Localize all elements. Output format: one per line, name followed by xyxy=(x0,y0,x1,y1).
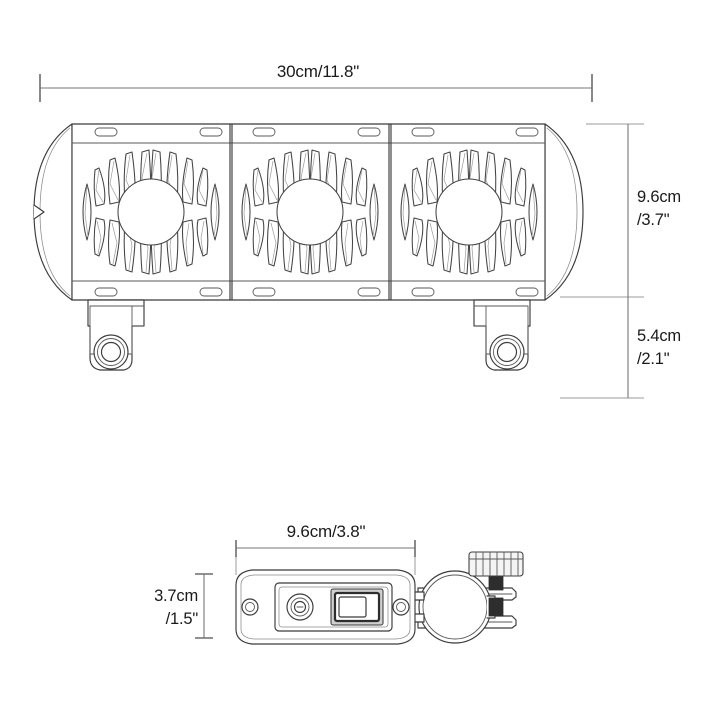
control-box-depth-label-line2: /1.5" xyxy=(166,610,199,628)
bracket-height-label-backdrop xyxy=(634,325,716,377)
mounting-bracket-left xyxy=(87,299,145,371)
left-end-cap-notch xyxy=(33,204,45,220)
control-box-width-label: 9.6cm/3.8" xyxy=(287,522,366,541)
rocker-switch[interactable] xyxy=(330,588,384,626)
overall-width-label-backdrop xyxy=(258,58,382,82)
thumbscrew-head xyxy=(468,551,524,577)
thumbscrew-thread-upper xyxy=(488,575,504,591)
overall-width-label: 30cm/11.8" xyxy=(277,62,359,81)
control-panel-recess-inner xyxy=(278,586,389,628)
screw-boss-left xyxy=(241,598,259,616)
top-tab-slots xyxy=(94,127,539,137)
body-height-label-backdrop xyxy=(634,186,716,238)
control-box-depth-label-backdrop xyxy=(152,584,200,634)
connector-port[interactable] xyxy=(286,593,314,621)
overall-width-dimension: 30cm/11.8" xyxy=(39,58,593,102)
control-box-top-view xyxy=(235,551,524,645)
body-height-label-line2: /3.7" xyxy=(637,211,670,229)
mounting-bracket-right xyxy=(473,299,531,371)
control-box-body-inner-line xyxy=(240,574,411,640)
light-bar-front-view xyxy=(33,123,584,371)
bracket-height-label-line2: /2.1" xyxy=(637,350,670,368)
thumbscrew-thread-lower xyxy=(488,597,504,617)
bottom-tab-slots xyxy=(94,287,539,297)
control-box-depth-label-line1: 3.7cm xyxy=(154,587,198,605)
screw-boss-right xyxy=(392,598,410,616)
control-box-width-dimension: 9.6cm/3.8" xyxy=(235,518,416,575)
control-box-width-label-backdrop xyxy=(272,518,382,542)
bracket-height-label-line1: 5.4cm xyxy=(637,327,681,345)
control-box-depth-dimension: 3.7cm /1.5" xyxy=(152,573,213,639)
right-end-cap-inner-line xyxy=(546,127,578,297)
vertical-dimensions-group: 9.6cm /3.7" 5.4cm /2.1" xyxy=(560,123,716,399)
right-end-cap xyxy=(544,123,584,301)
body-height-label-line1: 9.6cm xyxy=(637,188,681,206)
clamp-ring-outer xyxy=(418,570,492,644)
